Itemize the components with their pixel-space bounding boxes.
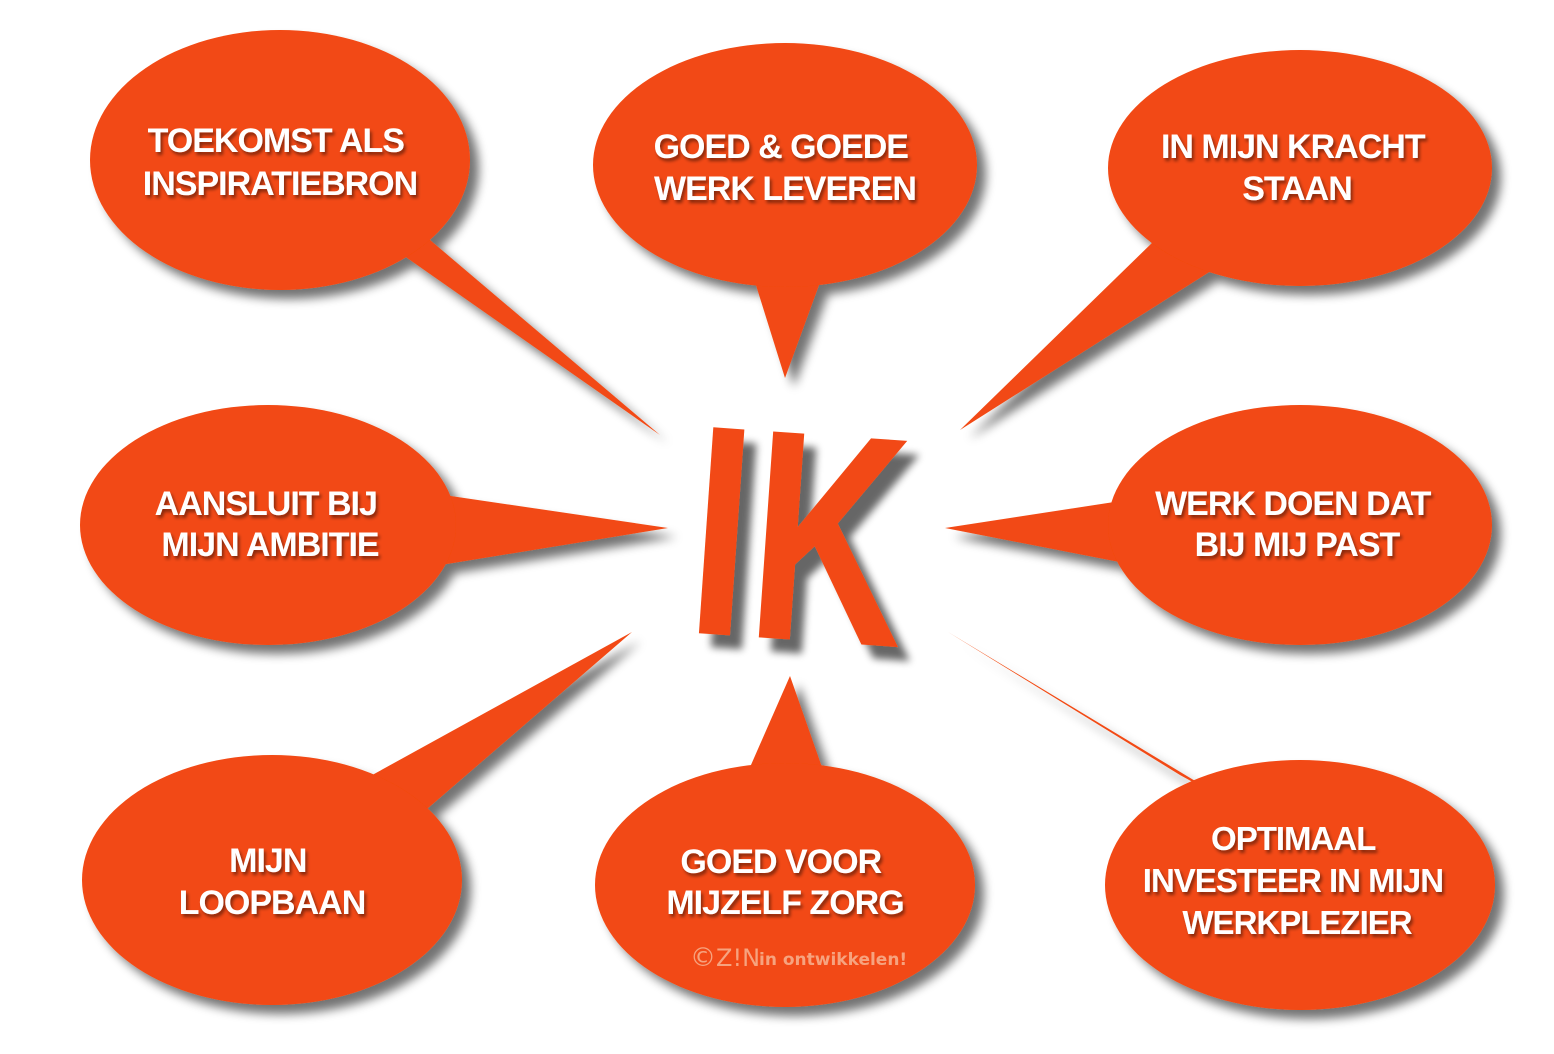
bubble-mid-left-shape [80,405,456,645]
bubble-bottom-right-line-2: INVESTEER IN MIJN [1143,862,1443,899]
copyright-mark: © Z!N in ontwikkelen! [690,943,907,973]
svg-text:OPTIMAAL INVESTEER IN: OPTIMAAL INVESTEER IN MIJN WERKPLEZIER [1143,820,1451,941]
svg-text:MIJN LOOPBAAN: MIJN LOOPBAAN [179,842,366,922]
svg-text:IN MIJN KRACHT STAAN: IN MIJN KRACHT STAAN [1161,128,1433,208]
bubble-mid-right [945,405,1492,645]
bubble-top-right-tail [960,240,1225,430]
bubble-top-center [593,43,977,378]
bubble-mid-right-line-2: BIJ MIJ PAST [1195,526,1401,564]
center-ik: IK [680,362,919,711]
center-ik-label: IK [680,362,919,711]
bubble-bottom-center-tail [740,676,830,790]
bubble-bottom-center-line-2: MIJZELF ZORG [666,884,903,922]
bubble-mid-left-line-2: MIJN AMBITIE [161,526,379,564]
bubble-bottom-center [595,676,975,1007]
bubble-bottom-left-line-1: MIJN [229,842,306,880]
bubble-mid-right-shape [1108,405,1492,645]
bubble-bottom-left-shape [82,755,462,1005]
bubble-bottom-center-line-1: GOED VOOR [680,843,881,881]
bubble-top-left-line-1: TOEKOMST ALS [148,122,405,160]
bubble-bottom-right-line-3: WERKPLEZIER [1182,904,1412,941]
svg-text:TOEKOMST ALS INSPIRATI: TOEKOMST ALS INSPIRATIEBRON [143,122,417,203]
bubble-top-left [90,30,660,435]
bubble-bottom-left-line-2: LOOPBAAN [179,884,366,922]
copyright-brand: Z!N [716,944,760,972]
svg-text:GOED VOOR MIJZELF ZORG: GOED VOOR MIJZELF ZORG [666,843,903,922]
bubble-top-right-shape [1108,50,1492,286]
svg-text:WERK DOEN DAT BIJ MIJ: WERK DOEN DAT BIJ MIJ PAST [1155,485,1439,564]
bubble-top-center-line-1: GOED & GOEDE [654,128,909,166]
bubble-mid-right-tail [945,495,1160,570]
bubble-bottom-right-shape [1105,760,1495,1010]
bubble-top-right-line-1: IN MIJN KRACHT [1161,128,1426,166]
bubble-top-center-line-2: WERK LEVEREN [654,170,916,208]
bubble-bottom-center-shape [595,763,975,1007]
bubble-top-center-shape [593,43,977,287]
bubble-top-left-tail [360,225,660,435]
copyright-symbol: © [690,943,716,973]
bubble-top-right-line-2: STAAN [1242,170,1352,208]
bubble-mid-left-tail [410,490,668,570]
copyright-tagline: in ontwikkelen! [759,950,907,970]
bubble-bottom-right [948,632,1495,1010]
bubble-bottom-left [82,632,632,1005]
svg-text:GOED & GOEDE WERK LEVE: GOED & GOEDE WERK LEVEREN [654,128,917,208]
bubble-bottom-right-line-1: OPTIMAAL [1211,820,1376,857]
svg-text:AANSLUIT BIJ MIJN AMB: AANSLUIT BIJ MIJN AMBITIE [155,485,386,564]
bubble-bottom-left-tail [345,632,632,815]
bubble-top-left-shape [90,30,470,290]
bubble-top-left-line-2: INSPIRATIEBRON [143,165,417,203]
bubble-mid-left-line-1: AANSLUIT BIJ [155,485,377,523]
bubble-mid-left [80,405,668,645]
bubble-mid-right-line-1: WERK DOEN DAT [1155,485,1432,523]
bubble-top-right [960,50,1492,430]
bubble-bottom-right-tail [948,632,1240,808]
